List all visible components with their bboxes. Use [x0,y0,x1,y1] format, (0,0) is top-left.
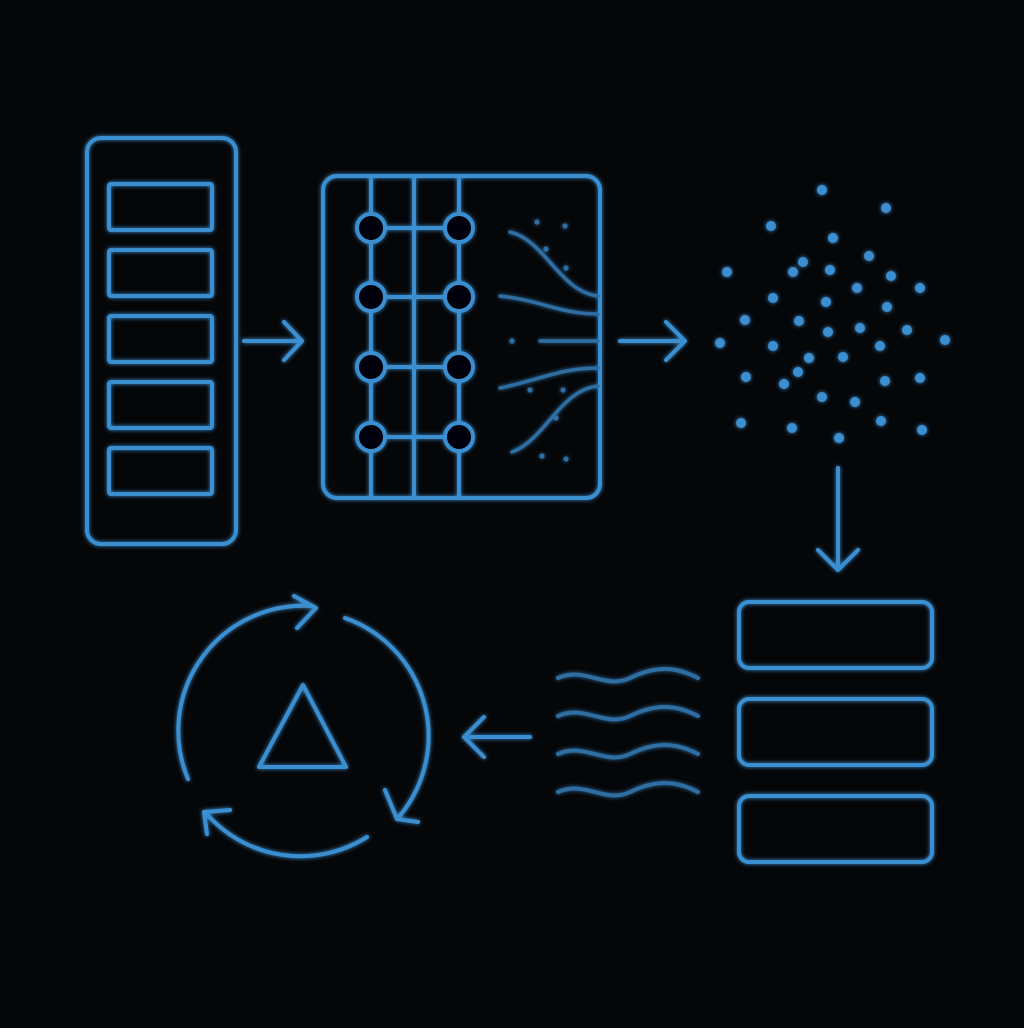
point-cloud-dot [886,271,896,281]
output-bar [737,600,934,670]
wave-line [556,781,700,798]
point-cloud-dot [882,302,892,312]
point-cloud-dot [880,376,890,386]
flow-line [498,366,600,390]
wave-line [556,667,700,684]
flow-dot [539,453,545,459]
wave-line [556,743,700,760]
flow-dot [534,219,540,225]
point-cloud-dot [902,325,912,335]
point-cloud-dot [793,367,803,377]
point-cloud-dot [736,418,746,428]
arrow-left-icon [462,715,532,759]
point-cloud-dot [788,267,798,277]
point-cloud-dot [715,338,725,348]
output-stack [737,600,934,864]
input-row [107,182,214,232]
network-node [355,421,387,453]
point-cloud-dot [825,265,835,275]
point-cloud-dot [850,397,860,407]
point-cloud-dot [766,221,776,231]
point-cloud-dot [828,233,838,243]
point-cloud-dot [915,283,925,293]
point-cloud-dot [817,392,827,402]
arrow-right-icon [618,320,687,362]
refresh-cycle-icon [176,594,431,859]
point-cloud-dot [834,433,844,443]
output-bar [737,697,934,767]
cycle-arrowhead-right [383,788,420,824]
network-node [443,212,475,244]
point-cloud-dot [804,353,814,363]
point-cloud-dot [768,293,778,303]
point-cloud [715,185,950,443]
flow-line [508,230,600,298]
input-stack-panel [85,136,238,546]
network-node [355,281,387,313]
cycle-arc-top [176,603,313,781]
flow-dot [562,223,568,229]
arrow-right-icon [242,320,304,362]
flow-dot [560,387,566,393]
flow-dot [543,246,549,252]
point-cloud-dot [838,352,848,362]
cycle-arc-bottom [203,810,369,859]
input-row [107,314,214,364]
point-cloud-dot [798,257,808,267]
point-cloud-dot [855,323,865,333]
point-cloud-dot [817,185,827,195]
output-bar [737,794,934,864]
cycle-arrowhead-bottom [202,808,232,836]
wave-line [556,705,700,722]
flow-dot [509,338,515,344]
point-cloud-dot [794,316,804,326]
input-row [107,248,214,298]
flow-dot [527,387,533,393]
network-node [443,351,475,383]
flow-dot [553,415,559,421]
flow-line [498,294,600,316]
flow-dot [563,456,569,462]
point-cloud-dot [768,341,778,351]
point-cloud-dot [779,379,789,389]
point-cloud-dot [821,297,831,307]
input-row [107,446,214,496]
point-cloud-dot [740,315,750,325]
point-cloud-dot [915,373,925,383]
network-node [355,212,387,244]
neural-network-grid [321,174,602,500]
wave-lines [556,667,700,798]
point-cloud-dot [917,425,927,435]
point-cloud-dot [823,327,833,337]
triangle-icon [257,683,348,769]
point-cloud-dot [875,341,885,351]
network-node [355,351,387,383]
arrow-down-icon [816,466,860,572]
input-stack-frame [85,136,238,546]
flow-dot [563,265,569,271]
point-cloud-dot [741,372,751,382]
cycle-arrowhead-top [292,594,318,630]
cycle-arc-right [343,616,431,821]
point-cloud-dot [881,203,891,213]
point-cloud-dot [864,251,874,261]
point-cloud-dot [787,423,797,433]
network-node [443,421,475,453]
point-cloud-dot [722,267,732,277]
point-cloud-dot [876,416,886,426]
network-node [443,281,475,313]
point-cloud-dot [940,335,950,345]
flow-line [510,384,600,454]
network-grid-frame [321,174,602,500]
input-row [107,380,214,430]
point-cloud-dot [852,283,862,293]
